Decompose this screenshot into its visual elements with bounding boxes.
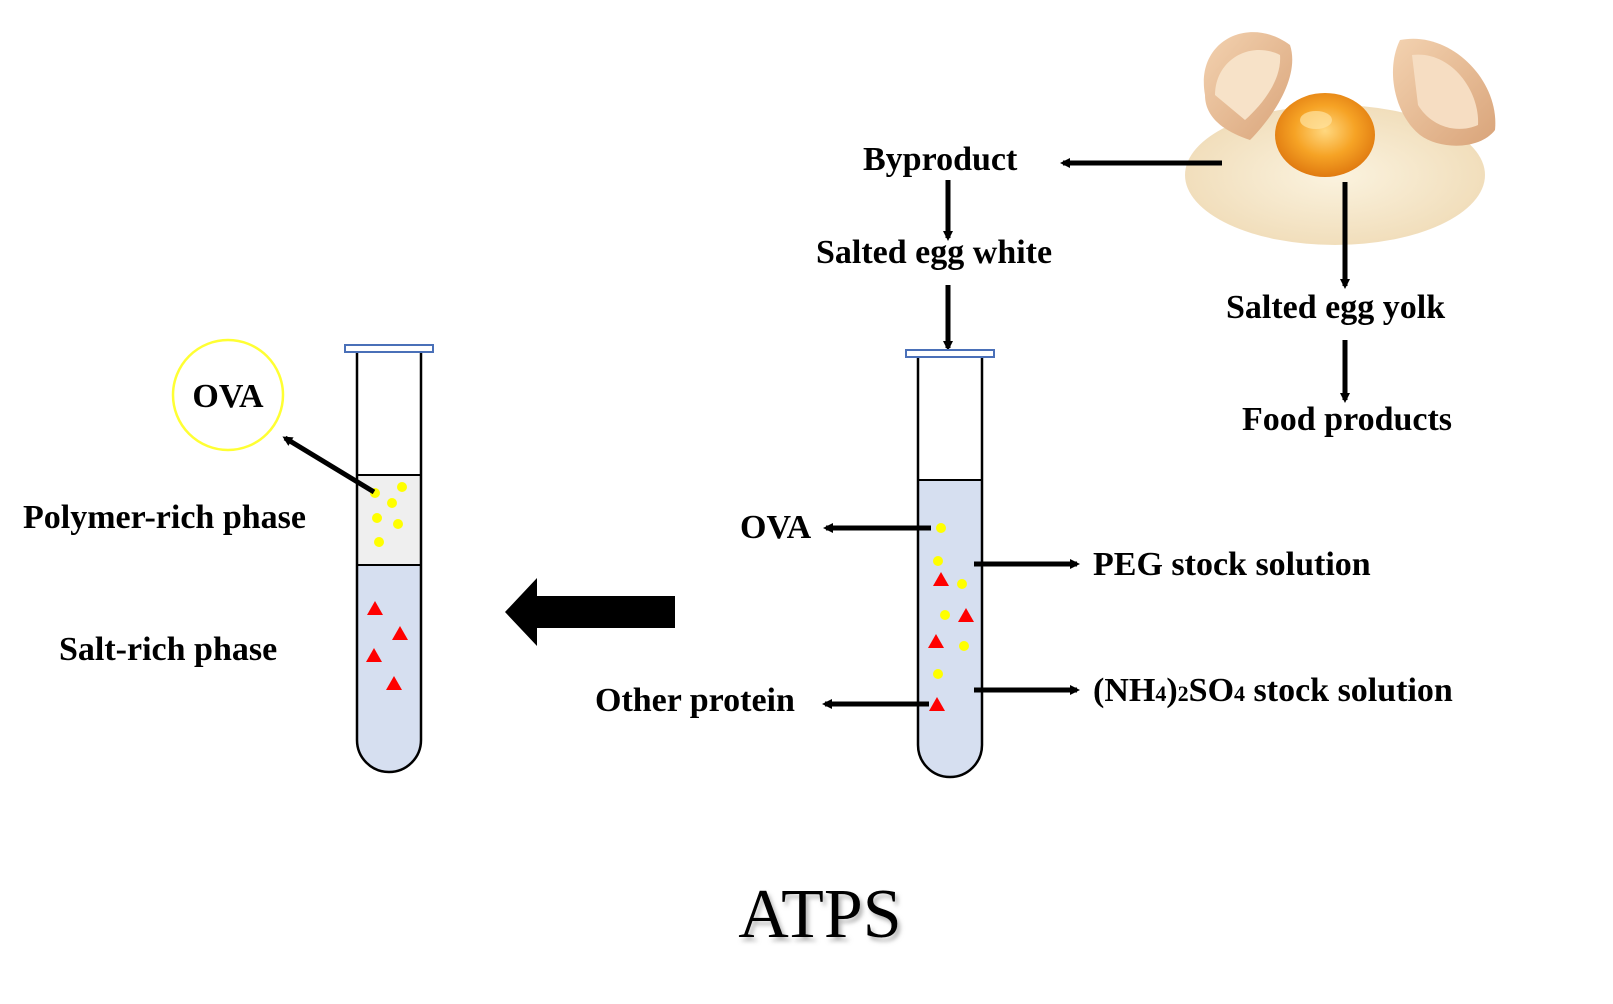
separated-test-tube — [344, 344, 434, 774]
tube-cap — [344, 344, 434, 353]
salted-egg-yolk-label: Salted egg yolk — [1226, 289, 1445, 326]
process-direction-arrow — [505, 578, 675, 646]
egg-image — [1185, 32, 1496, 245]
salted-egg-white-label: Salted egg white — [816, 234, 1052, 271]
ova-extract-arrow — [282, 435, 376, 495]
atps-title: ATPS — [738, 876, 901, 953]
peg-stock-label: PEG stock solution — [1093, 546, 1371, 583]
ova-highlight-circle — [171, 338, 285, 452]
mixture-protein-particles — [928, 572, 974, 711]
mixture-ova-particles — [933, 523, 969, 679]
mixture-ova-label: OVA — [740, 509, 812, 546]
byproduct-label: Byproduct — [863, 141, 1018, 178]
polymer-rich-phase-label: Polymer-rich phase — [23, 499, 306, 536]
separated-ova-label: OVA — [192, 378, 264, 415]
food-products-label: Food products — [1242, 401, 1452, 438]
tube-cap — [905, 349, 995, 358]
other-protein-label: Other protein — [595, 682, 795, 719]
separated-ova-particles — [370, 482, 407, 547]
salt-rich-phase-fill — [357, 565, 421, 772]
nh4-stock-label: (NH4)2SO4 stock solution — [1093, 672, 1453, 709]
salt-rich-phase-label: Salt-rich phase — [59, 631, 277, 668]
separated-protein-particles — [366, 601, 408, 690]
